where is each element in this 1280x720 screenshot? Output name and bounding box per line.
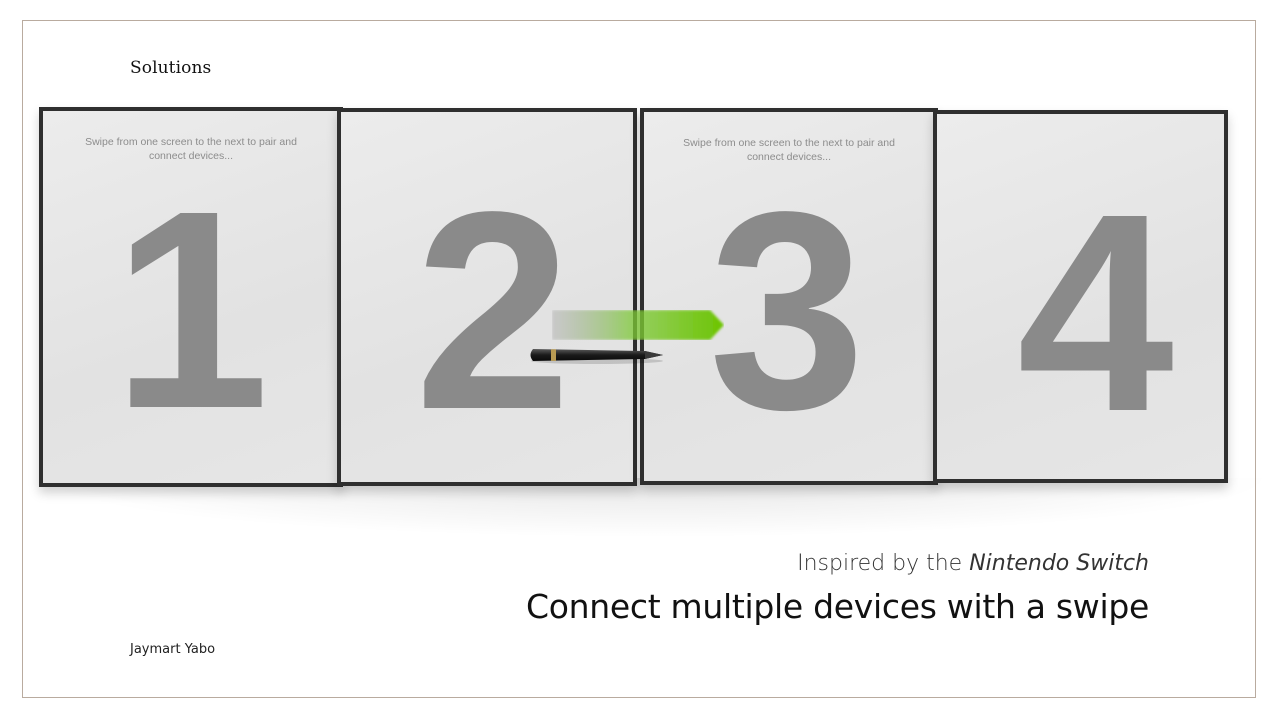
stylus-pen-icon [530,349,663,364]
screen-instruction: Swipe from one screen to the next to pai… [85,136,297,162]
device-screen-3: Swipe from one screen to the next to pai… [640,108,938,485]
device-screen-2: 2 [337,108,637,486]
author-name: Jaymart Yabo [130,642,216,657]
screen-number: 4 [1017,155,1174,470]
swipe-arrow-icon [552,310,724,340]
device-screen-4: 4 [933,110,1228,483]
device-screen-1: Swipe from one screen to the next to pai… [39,107,343,487]
screen-number: 1 [112,152,270,467]
subtitle: Inspired by the Nintendo Switch [797,551,1149,576]
subtitle-emphasis: Nintendo Switch [969,551,1149,576]
screen-number: 2 [414,153,572,468]
floor-shadow [30,478,1280,538]
slide-frame [22,20,1256,698]
section-title: Solutions [130,58,212,78]
screen-number: 3 [708,153,866,468]
subtitle-prefix: Inspired by the [797,551,970,576]
screen-instruction: Swipe from one screen to the next to pai… [683,137,895,163]
headline: Connect multiple devices with a swipe [526,587,1149,626]
